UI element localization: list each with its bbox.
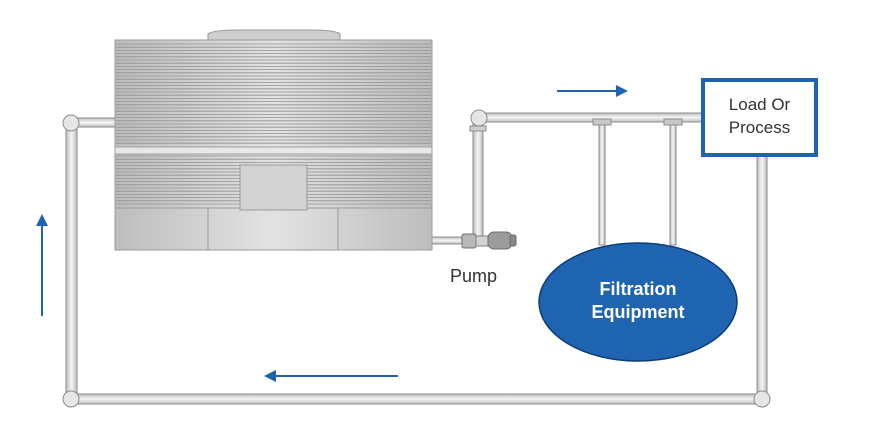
load-label-line2: Process [729,118,790,137]
pipe-filter-branch-2 [669,120,677,246]
pipe-bottom-return [69,393,769,405]
pump-icon [461,231,517,250]
pipe-right-vertical [756,155,768,401]
tank-ribs [116,43,431,205]
flow-arrows [36,85,628,382]
pipe-left-vertical [65,117,78,401]
pipe-pump-riser [472,115,484,241]
filtration-label-line2: Equipment [592,302,685,322]
pump-label: Pump [450,266,497,286]
pipe-filter-branch-1 [598,120,606,246]
riser-collar [469,125,487,132]
pipe-tank-outlet [431,236,467,245]
filtration-equipment: Filtration Equipment [538,242,738,362]
pipe-tee-1 [592,118,612,126]
elbow-top-riser [470,109,488,127]
cooling-tower-tank-icon [114,29,433,251]
elbow-bottom-left [62,390,80,408]
piping [62,109,771,408]
pipe-tee-2 [663,118,683,126]
elbow-top-left [62,114,80,132]
load-or-process-box: Load Or Process [701,78,818,157]
filtration-label-line1: Filtration [600,279,677,299]
elbow-bottom-right [753,390,771,408]
load-label-line1: Load Or [729,95,791,114]
